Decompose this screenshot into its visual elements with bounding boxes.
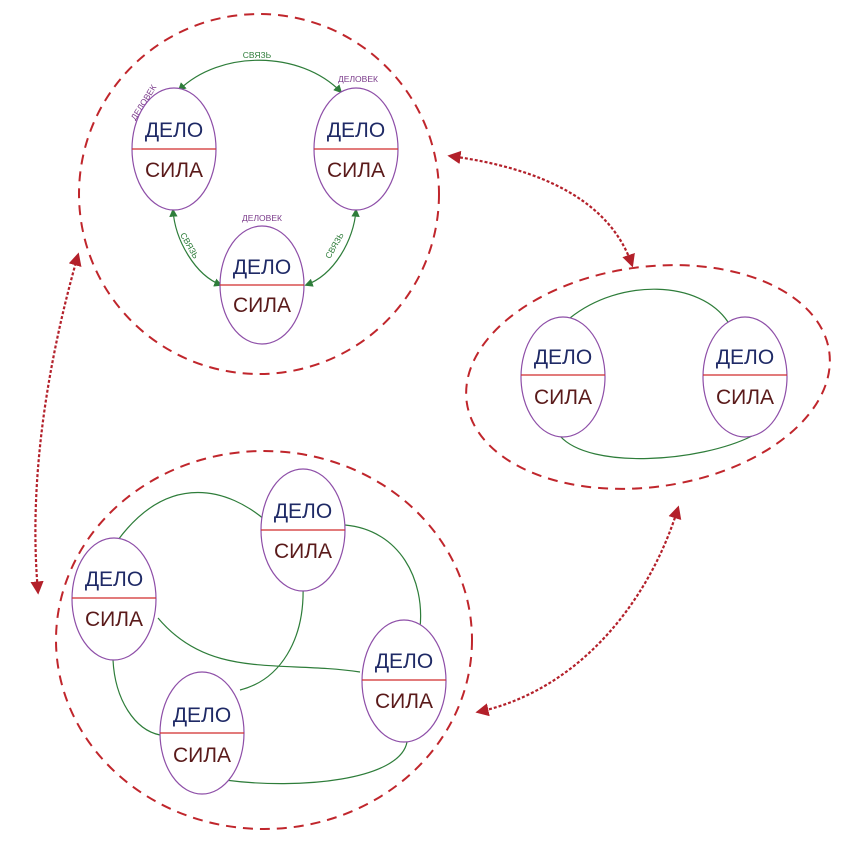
link-arrow-c1-left bbox=[169, 208, 223, 287]
node-c2-right: ДЕЛО СИЛА bbox=[702, 316, 788, 438]
node-label-delo: ДЕЛО bbox=[173, 704, 231, 727]
node-label-sila: СИЛА bbox=[716, 386, 774, 409]
link-c3-a-b bbox=[117, 492, 266, 541]
node-label-sila: СИЛА bbox=[375, 690, 433, 713]
arrow-top-to-right bbox=[447, 150, 635, 268]
person-label-c1-right: ДЕЛОВЕК bbox=[338, 74, 378, 84]
node-label-delo: ДЕЛО bbox=[233, 256, 291, 279]
arrow-bottom-to-top bbox=[30, 252, 82, 595]
cluster-border-right bbox=[465, 264, 831, 490]
node-label-sila: СИЛА bbox=[534, 386, 592, 409]
node-c3-topleft: ДЕЛО СИЛА bbox=[71, 537, 157, 661]
node-label-delo: ДЕЛО bbox=[534, 346, 592, 369]
link-arrow-c1-top bbox=[177, 59, 343, 94]
node-label-sila: СИЛА bbox=[145, 159, 203, 182]
node-label-delo: ДЕЛО bbox=[327, 119, 385, 142]
node-c1-right: ДЕЛО СИЛА bbox=[313, 87, 399, 211]
node-label-delo: ДЕЛО bbox=[85, 568, 143, 591]
node-label-delo: ДЕЛО bbox=[375, 650, 433, 673]
link-arrow-c1-right bbox=[304, 208, 360, 287]
node-label-delo: ДЕЛО bbox=[145, 119, 203, 142]
node-c2-left: ДЕЛО СИЛА bbox=[520, 316, 606, 438]
link-c2-bottom bbox=[559, 435, 753, 460]
person-label-c1-bottom: ДЕЛОВЕК bbox=[242, 213, 282, 223]
node-label-sila: СИЛА bbox=[85, 608, 143, 631]
link-c3-b-d bbox=[239, 584, 304, 691]
node-c3-bottom: ДЕЛО СИЛА bbox=[159, 671, 245, 795]
arrow-right-to-bottom bbox=[475, 505, 682, 717]
node-label-sila: СИЛА bbox=[274, 540, 332, 563]
link-c3-d-c bbox=[224, 741, 408, 785]
link-c3-b-c bbox=[344, 524, 422, 629]
link-label-c1-right: СВЯЗЬ bbox=[323, 230, 346, 260]
node-c3-top: ДЕЛО СИЛА bbox=[260, 468, 346, 592]
node-c3-right: ДЕЛО СИЛА bbox=[361, 619, 447, 743]
link-label-c1-left: СВЯЗЬ bbox=[178, 231, 201, 261]
node-label-delo: ДЕЛО bbox=[274, 500, 332, 523]
cluster-border-bottom bbox=[55, 450, 473, 830]
node-label-sila: СИЛА bbox=[233, 294, 291, 317]
node-label-sila: СИЛА bbox=[327, 159, 385, 182]
link-label-c1-top: СВЯЗЬ bbox=[243, 50, 272, 60]
node-c1-bottom: ДЕЛО СИЛА bbox=[219, 225, 305, 345]
node-c1-left: ДЕЛО СИЛА bbox=[131, 87, 217, 211]
node-label-delo: ДЕЛО bbox=[716, 346, 774, 369]
node-label-sila: СИЛА bbox=[173, 744, 231, 767]
link-c3-a-c bbox=[157, 617, 361, 673]
link-c2-top bbox=[569, 288, 729, 323]
cluster-border-top bbox=[78, 13, 440, 375]
link-c3-a-d bbox=[112, 659, 161, 736]
